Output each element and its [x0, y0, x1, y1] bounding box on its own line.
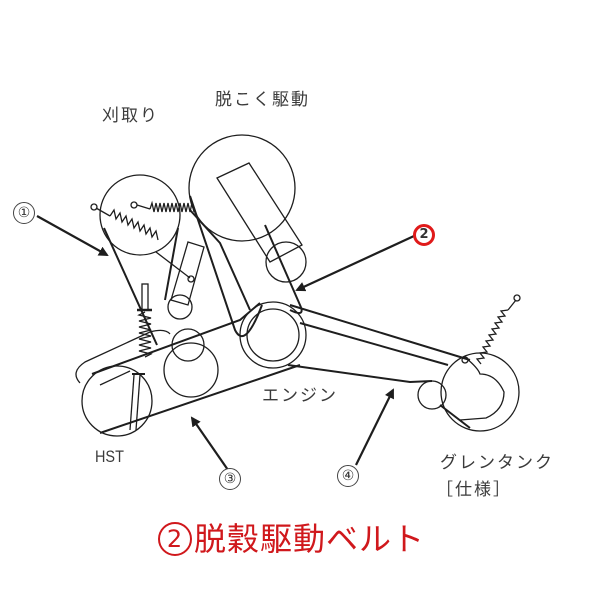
middle-pulley-upper: [171, 328, 205, 362]
tension-arm: [170, 241, 205, 306]
callout-1: ①: [13, 202, 35, 224]
hst-arm: [75, 329, 171, 384]
reaping-spring: [109, 208, 159, 241]
hst-rod-top: [141, 283, 149, 311]
pointer-3: [190, 416, 229, 471]
middle-pulley-lower: [163, 342, 219, 398]
label-threshing-drive: 脱こく駆動: [215, 90, 310, 110]
label-grain-tank-note: ［仕様］: [436, 480, 512, 500]
label-hst: HST: [95, 447, 124, 466]
grain-tank-spring: [475, 309, 509, 365]
caption-text: 脱穀駆動ベルト: [194, 520, 426, 558]
threshing-bracket: [216, 162, 303, 263]
belt-threshing: [189, 195, 303, 337]
belt-grain-tank: [287, 304, 471, 429]
threshing-spring: [149, 200, 195, 213]
pointer-2: [295, 235, 415, 292]
label-engine: エンジン: [262, 386, 338, 406]
callout-4: ④: [337, 465, 359, 487]
callout-2-highlighted: 2: [413, 224, 435, 246]
threshing-pulley: [188, 134, 296, 242]
grain-tank-pulley: [440, 352, 520, 432]
engine-pulley-inner: [246, 308, 300, 362]
reaping-pulley: [99, 174, 181, 256]
grain-tank-cam: [459, 357, 505, 421]
belt-reaping: [103, 227, 179, 346]
caption-number: 2: [158, 522, 192, 556]
pointer-1: [36, 215, 109, 256]
label-grain-tank: グレンタンク: [440, 453, 554, 473]
grain-tank-idler: [417, 380, 447, 410]
belt-hst: [91, 302, 301, 434]
tension-idler: [167, 294, 193, 320]
hst-pulley: [81, 365, 153, 437]
callout-3: ③: [219, 468, 241, 490]
pointer-4: [355, 388, 394, 466]
label-reaping: 刈取り: [102, 106, 159, 126]
threshing-idler: [265, 241, 307, 283]
